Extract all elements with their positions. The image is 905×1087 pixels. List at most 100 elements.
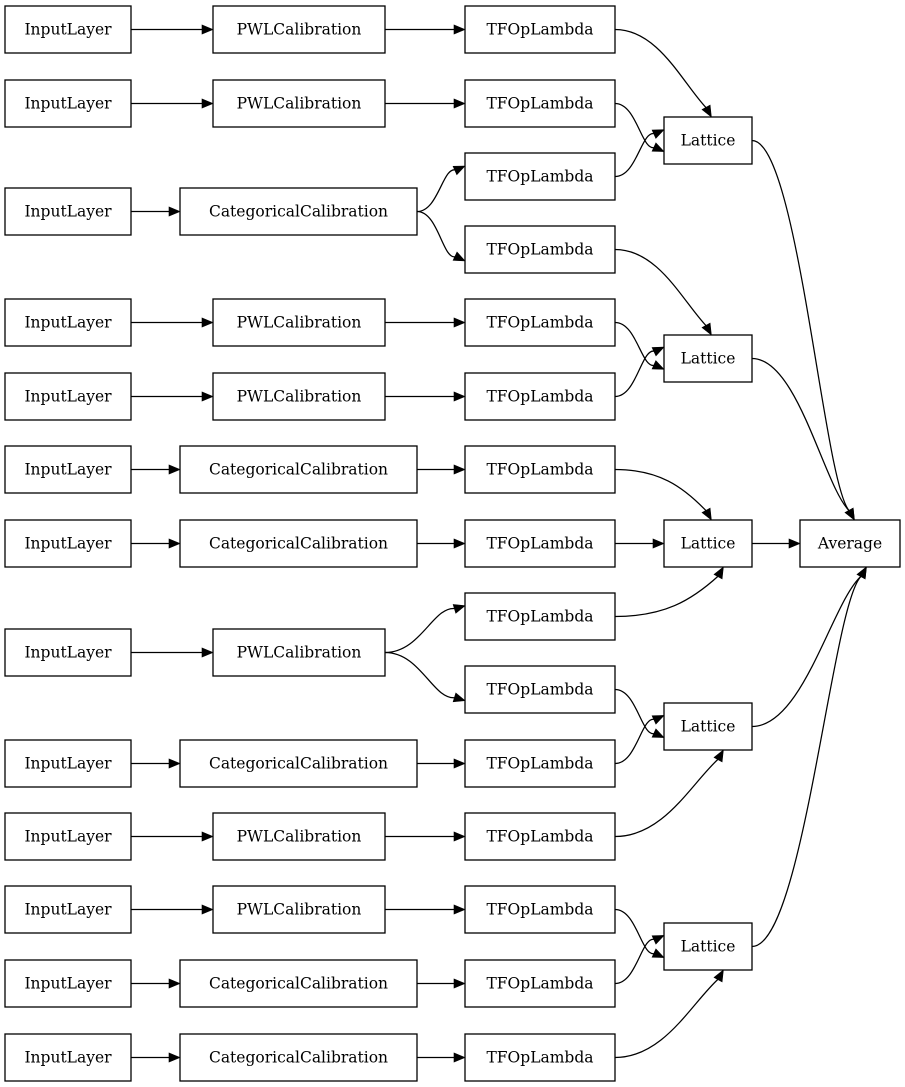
node-box[interactable]	[212, 372, 386, 421]
node-box[interactable]	[464, 885, 616, 934]
node-box[interactable]	[663, 702, 753, 751]
node-label: InputLayer	[24, 535, 112, 553]
node-box[interactable]	[464, 592, 616, 641]
node-box[interactable]	[179, 1033, 418, 1082]
node-lattice-lat5[interactable]: Lattice	[663, 922, 753, 971]
node-label: InputLayer	[24, 901, 112, 919]
node-pwlcalibration-cal11[interactable]: PWLCalibration	[212, 885, 386, 934]
node-categorical-calibration-cal13[interactable]: CategoricalCalibration	[179, 1033, 418, 1082]
edge-arrowhead	[701, 507, 712, 521]
node-pwlcalibration-cal8[interactable]: PWLCalibration	[212, 628, 386, 677]
node-box[interactable]	[212, 298, 386, 347]
node-lattice-lat2[interactable]: Lattice	[663, 334, 753, 383]
node-box[interactable]	[212, 79, 386, 128]
node-lattice-lat4[interactable]: Lattice	[663, 702, 753, 751]
node-box[interactable]	[464, 298, 616, 347]
node-box[interactable]	[464, 1033, 616, 1082]
node-tfop-lambda-op4[interactable]: TFOpLambda	[464, 225, 616, 274]
node-pwlcalibration-cal2[interactable]: PWLCalibration	[212, 79, 386, 128]
node-box[interactable]	[464, 445, 616, 494]
node-box[interactable]	[464, 5, 616, 54]
node-categorical-calibration-cal3[interactable]: CategoricalCalibration	[179, 187, 418, 236]
node-pwlcalibration-cal5[interactable]: PWLCalibration	[212, 372, 386, 421]
node-tfop-lambda-op2[interactable]: TFOpLambda	[464, 79, 616, 128]
node-tfop-lambda-op8[interactable]: TFOpLambda	[464, 519, 616, 568]
node-tfop-lambda-op12[interactable]: TFOpLambda	[464, 812, 616, 861]
node-input-layer-in3[interactable]: InputLayer	[4, 187, 132, 236]
node-box[interactable]	[212, 628, 386, 677]
node-pwlcalibration-cal4[interactable]: PWLCalibration	[212, 298, 386, 347]
node-box[interactable]	[4, 812, 132, 861]
node-tfop-lambda-op7[interactable]: TFOpLambda	[464, 445, 616, 494]
node-input-layer-in9[interactable]: InputLayer	[4, 739, 132, 788]
node-input-layer-in2[interactable]: InputLayer	[4, 79, 132, 128]
node-box[interactable]	[663, 519, 753, 568]
node-box[interactable]	[464, 519, 616, 568]
node-tfop-lambda-op5[interactable]: TFOpLambda	[464, 298, 616, 347]
node-box[interactable]	[179, 445, 418, 494]
node-tfop-lambda-op15[interactable]: TFOpLambda	[464, 1033, 616, 1082]
edge-op13-to-lat5	[614, 908, 656, 955]
node-pwlcalibration-cal1[interactable]: PWLCalibration	[212, 5, 386, 54]
edge-arrowhead	[713, 969, 724, 983]
node-input-layer-in12[interactable]: InputLayer	[4, 959, 132, 1008]
node-box[interactable]	[179, 959, 418, 1008]
node-tfop-lambda-op6[interactable]: TFOpLambda	[464, 372, 616, 421]
node-categorical-calibration-cal12[interactable]: CategoricalCalibration	[179, 959, 418, 1008]
node-box[interactable]	[212, 812, 386, 861]
node-input-layer-in13[interactable]: InputLayer	[4, 1033, 132, 1082]
node-box[interactable]	[4, 519, 132, 568]
node-box[interactable]	[464, 372, 616, 421]
node-box[interactable]	[4, 445, 132, 494]
node-box[interactable]	[464, 225, 616, 274]
node-input-layer-in11[interactable]: InputLayer	[4, 885, 132, 934]
node-tfop-lambda-op9[interactable]: TFOpLambda	[464, 592, 616, 641]
node-average-avg[interactable]: Average	[799, 519, 901, 568]
node-box[interactable]	[179, 187, 418, 236]
node-box[interactable]	[4, 187, 132, 236]
node-box[interactable]	[464, 739, 616, 788]
node-box[interactable]	[4, 959, 132, 1008]
node-input-layer-in7[interactable]: InputLayer	[4, 519, 132, 568]
node-box[interactable]	[464, 665, 616, 714]
node-box[interactable]	[4, 885, 132, 934]
node-box[interactable]	[4, 298, 132, 347]
node-tfop-lambda-op11[interactable]: TFOpLambda	[464, 739, 616, 788]
node-box[interactable]	[212, 885, 386, 934]
node-lattice-lat3[interactable]: Lattice	[663, 519, 753, 568]
node-box[interactable]	[4, 628, 132, 677]
node-categorical-calibration-cal6[interactable]: CategoricalCalibration	[179, 445, 418, 494]
node-box[interactable]	[4, 739, 132, 788]
node-box[interactable]	[4, 1033, 132, 1082]
node-tfop-lambda-op3[interactable]: TFOpLambda	[464, 152, 616, 201]
node-input-layer-in5[interactable]: InputLayer	[4, 372, 132, 421]
node-box[interactable]	[464, 812, 616, 861]
node-box[interactable]	[464, 79, 616, 128]
node-tfop-lambda-op14[interactable]: TFOpLambda	[464, 959, 616, 1008]
node-categorical-calibration-cal9[interactable]: CategoricalCalibration	[179, 739, 418, 788]
node-box[interactable]	[663, 922, 753, 971]
node-box[interactable]	[4, 372, 132, 421]
node-categorical-calibration-cal7[interactable]: CategoricalCalibration	[179, 519, 418, 568]
node-box[interactable]	[464, 152, 616, 201]
node-input-layer-in8[interactable]: InputLayer	[4, 628, 132, 677]
node-box[interactable]	[663, 334, 753, 383]
node-box[interactable]	[179, 739, 418, 788]
node-input-layer-in6[interactable]: InputLayer	[4, 445, 132, 494]
node-input-layer-in1[interactable]: InputLayer	[4, 5, 132, 54]
node-label: PWLCalibration	[237, 314, 362, 332]
node-tfop-lambda-op1[interactable]: TFOpLambda	[464, 5, 616, 54]
node-box[interactable]	[4, 5, 132, 54]
node-tfop-lambda-op10[interactable]: TFOpLambda	[464, 665, 616, 714]
node-box[interactable]	[212, 5, 386, 54]
node-input-layer-in4[interactable]: InputLayer	[4, 298, 132, 347]
node-box[interactable]	[179, 519, 418, 568]
node-pwlcalibration-cal10[interactable]: PWLCalibration	[212, 812, 386, 861]
node-box[interactable]	[663, 116, 753, 165]
node-box[interactable]	[464, 959, 616, 1008]
node-box[interactable]	[799, 519, 901, 568]
node-input-layer-in10[interactable]: InputLayer	[4, 812, 132, 861]
node-box[interactable]	[4, 79, 132, 128]
node-lattice-lat1[interactable]: Lattice	[663, 116, 753, 165]
node-tfop-lambda-op13[interactable]: TFOpLambda	[464, 885, 616, 934]
